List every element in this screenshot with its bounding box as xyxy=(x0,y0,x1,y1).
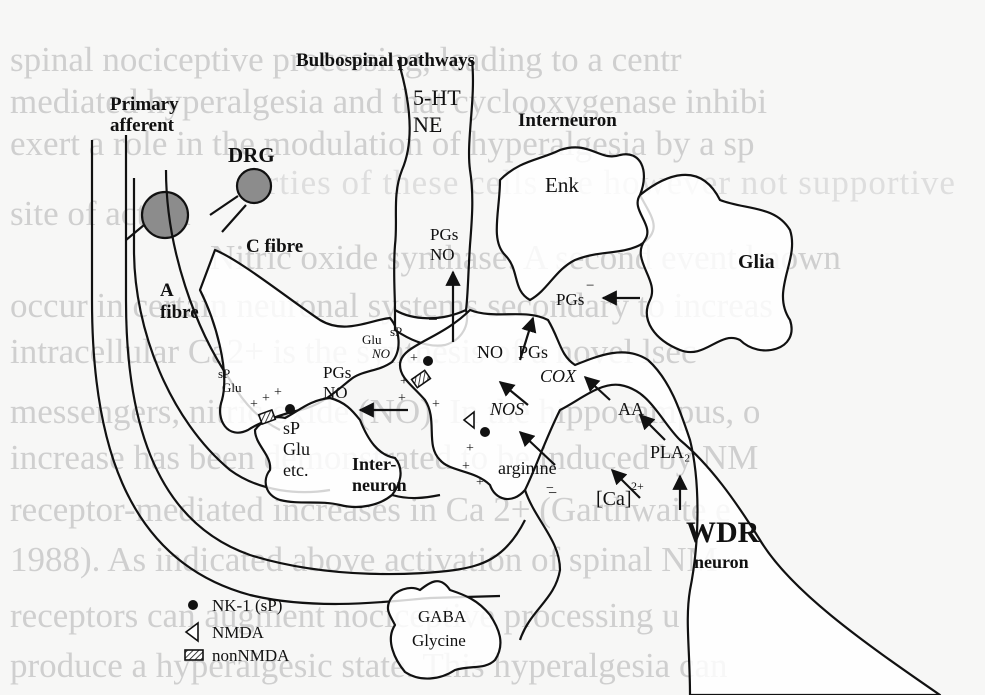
legend-nk1-label: NK-1 (sP) xyxy=(212,596,282,615)
nk1-receptor-symbol xyxy=(285,404,295,414)
glu-stack-label: Glu xyxy=(283,439,310,459)
a-label: A xyxy=(160,280,174,301)
interneuron-top-label: Interneuron xyxy=(518,110,617,131)
legend-nmda-label: NMDA xyxy=(212,623,265,642)
bulbospinal-label: Bulbospinal pathways xyxy=(296,50,475,71)
background-text-line: receptors can augment nociceptive proces… xyxy=(10,596,680,635)
a-fibre-inner xyxy=(124,135,526,576)
c-fibre-terminal xyxy=(198,248,400,434)
plus-sign: + xyxy=(466,441,474,456)
nmda-receptor-symbol xyxy=(462,410,475,430)
glu-label-small-left: Glu xyxy=(222,380,242,395)
legend-nmda-symbol xyxy=(184,621,199,643)
gaba-label: GABA xyxy=(418,607,467,626)
drg-label: DRG xyxy=(228,143,275,167)
plus-sign: + xyxy=(262,391,270,406)
arrow-aa-cox xyxy=(583,375,611,401)
background-text-line: produce a hyperalgesic state. This hyper… xyxy=(10,646,728,685)
nonnmda-receptor-symbol xyxy=(410,369,432,389)
plus-sign: + xyxy=(250,397,258,412)
legend: NK-1 (sP) NMDA nonNMDA xyxy=(184,596,290,665)
pgs-top-label: PGs xyxy=(430,225,458,244)
neuron-label: neuron xyxy=(352,475,407,495)
plus-sign: + xyxy=(462,459,470,474)
plus-sign: + xyxy=(432,397,440,412)
no-mid-label: NO xyxy=(323,383,348,402)
ca-superscript: 2+ xyxy=(631,479,644,493)
arrow-pla2-aa xyxy=(638,413,666,441)
aa-label: AA xyxy=(618,399,644,419)
minus-top: − xyxy=(428,310,438,329)
sp-stack-label: sP xyxy=(283,418,300,438)
background-text-line: spinal nociceptive processing, leading t… xyxy=(10,40,682,79)
arginine-label: arginine xyxy=(498,458,557,478)
minus-ca: − xyxy=(548,485,557,502)
nk1-receptor-symbol xyxy=(423,356,433,366)
pgs-glia-label: PGs xyxy=(556,290,584,309)
ca-label: [Ca] xyxy=(596,488,632,510)
legend-nonnmda-label: nonNMDA xyxy=(212,646,290,665)
plus-sign: + xyxy=(398,391,406,406)
cox-label: COX xyxy=(540,366,577,386)
sp-label-small: sP xyxy=(390,324,402,339)
interneuron-enk xyxy=(495,146,655,302)
glia-minus: − xyxy=(586,278,594,294)
plus-sign: + xyxy=(476,475,484,490)
primary-label: Primary xyxy=(110,94,179,115)
interneuron-left xyxy=(253,396,402,509)
glycine-label: Glycine xyxy=(412,631,466,650)
wdr-dendrite xyxy=(518,489,562,641)
etc-stack-label: etc. xyxy=(283,460,308,480)
arrow-ca-arginine xyxy=(610,468,641,499)
wdr-neuron-label: neuron xyxy=(694,552,749,572)
afferent-label: afferent xyxy=(110,115,175,136)
fibre-label: fibre xyxy=(160,302,199,323)
background-text-line: mediated hyperalgesia and that cyclooxyg… xyxy=(10,82,768,121)
c-fibre-branch xyxy=(209,195,247,233)
wdr-label: WDR xyxy=(686,516,760,549)
interneuron-left-axon xyxy=(391,493,441,500)
pgs-mid-label: PGs xyxy=(323,363,351,382)
dgr-soma xyxy=(235,167,273,205)
no-center-label: NO xyxy=(477,342,503,362)
glia-label: Glia xyxy=(738,251,775,273)
enk-label: Enk xyxy=(545,173,579,197)
no-label-small: NO xyxy=(371,346,391,361)
5ht-label: 5-HT xyxy=(413,85,461,110)
nos-label: NOS xyxy=(489,399,524,419)
glia-cell xyxy=(636,173,794,353)
a-fibre-outer xyxy=(90,140,501,606)
nonnmda-receptor-symbol xyxy=(257,408,277,426)
bulbospinal-left xyxy=(393,59,411,311)
minus-sign: − xyxy=(546,481,554,496)
a-fibre-soma xyxy=(140,190,190,240)
gaba-interneuron xyxy=(386,580,502,680)
pla2-label: PLA₂ xyxy=(650,442,690,462)
ne-label: NE xyxy=(413,112,442,137)
bulbospinal-right xyxy=(464,59,475,311)
arrow-to-interneuron xyxy=(518,316,537,361)
glu-label-small: Glu xyxy=(362,332,382,347)
arrow-nos-no xyxy=(498,381,529,406)
inter-label: Inter- xyxy=(352,454,396,474)
arrow-arginine-nos xyxy=(518,430,556,466)
pgs-center-label: PGs xyxy=(518,342,548,362)
plus-sign: + xyxy=(400,374,408,389)
plus-sign: + xyxy=(410,351,418,366)
legend-nonnmda-symbol xyxy=(184,649,204,661)
legend-nk1-symbol xyxy=(188,600,198,610)
plus-sign: + xyxy=(274,385,282,400)
sp-label-small-left: sP xyxy=(218,366,230,381)
nk1-receptor-symbol xyxy=(480,427,490,437)
no-top-label: NO xyxy=(430,245,455,264)
wdr-neuron xyxy=(398,308,942,695)
c-fibre-label: C fibre xyxy=(246,236,303,257)
